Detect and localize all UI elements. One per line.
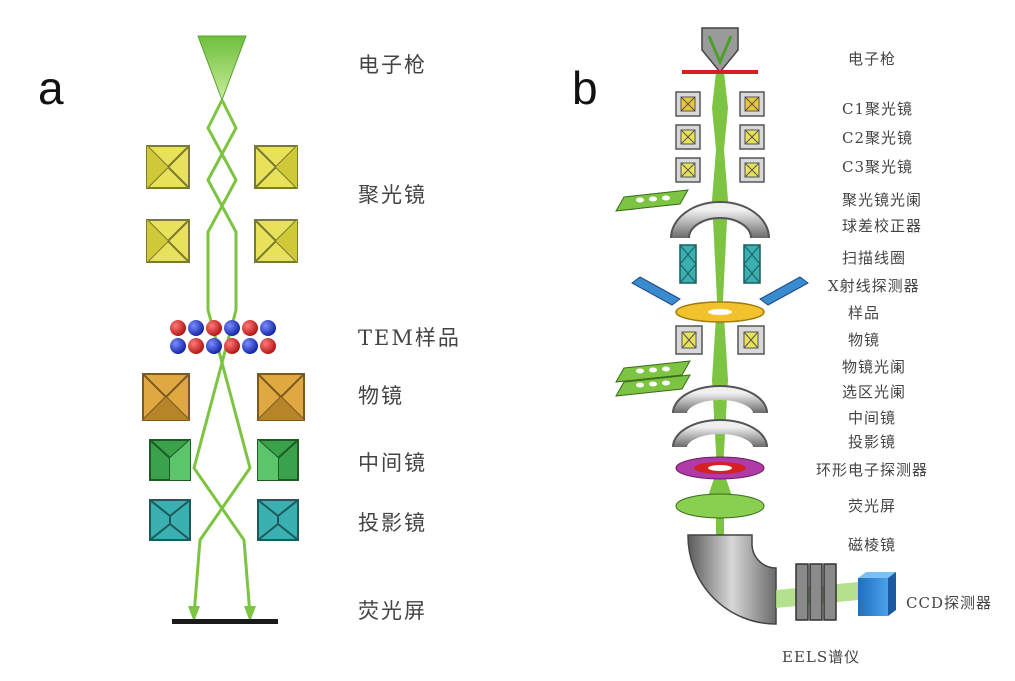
label-a-condenser: 聚光镜 [358,183,427,207]
label-b-sa-aperture: 选区光阑 [842,383,906,401]
condenser-lenses-a [146,145,298,263]
label-b-c3-condenser: C3聚光镜 [842,158,913,176]
ccd-detector-b [858,572,896,616]
projector-lens-a [149,499,299,541]
label-b-screen: 荧光屏 [848,497,896,515]
intermediate-lens-a [149,439,299,481]
label-b-electron-gun: 电子枪 [848,50,896,68]
gun-aperture-b [682,70,758,74]
magnetic-prism-b [687,534,777,625]
labels-a: 电子枪 聚光镜 TEM样品 物镜 中间镜 投影镜 荧光屏 [358,53,461,623]
label-a-intermediate: 中间镜 [358,451,427,475]
panel-a-letter: a [38,62,64,114]
cs-corrector-b [670,201,770,239]
xray-detectors-b [631,276,809,306]
electron-gun-b [682,27,758,74]
label-b-xray-detector: X射线探测器 [828,277,920,295]
label-b-objective-aperture: 物镜光阑 [842,358,906,376]
objective-aperture-b [615,360,691,383]
fluorescent-screen-b [675,493,765,519]
label-b-eels: EELS谱仪 [782,648,860,666]
label-a-electron-gun: 电子枪 [358,53,427,77]
label-b-scan-coils: 扫描线圈 [842,249,906,267]
label-b-annular-detector: 环形电子探测器 [816,461,928,479]
beam-paths-a [188,99,256,622]
sa-aperture-b [615,374,691,397]
projector-lens-b [672,419,768,448]
objective-lens-a [142,373,305,421]
label-b-magnetic-prism: 磁棱镜 [848,536,896,554]
label-b-projector: 投影镜 [848,433,896,451]
label-b-ccd: CCD探测器 [906,594,992,612]
label-b-sample: 样品 [848,304,880,322]
condenser-lenses-b [675,91,765,183]
label-a-screen: 荧光屏 [358,599,427,623]
sample-b [675,301,765,323]
label-a-objective: 物镜 [358,384,404,408]
panel-b-letter: b [572,62,598,114]
condenser-aperture-b [615,189,689,212]
label-a-projector: 投影镜 [358,511,427,535]
label-b-intermediate: 中间镜 [848,409,896,427]
annular-detector-b [675,456,765,480]
label-a-tem-sample: TEM样品 [358,326,461,350]
objective-lens-b [675,325,765,355]
electron-gun-a [197,35,247,102]
labels-b: 电子枪 C1聚光镜 C2聚光镜 C3聚光镜 聚光镜光阑 球差校正器 扫描线圈 X… [782,50,992,666]
scan-coils-b [679,244,761,284]
eels-spectrometer-b [795,563,837,621]
label-b-c1-condenser: C1聚光镜 [842,100,913,118]
label-b-condenser-aperture: 聚光镜光阑 [842,191,922,209]
fluorescent-screen-a [172,619,278,624]
intermediate-lens-b [672,385,768,414]
label-b-objective: 物镜 [848,331,880,349]
tem-sample-atoms-a [170,320,276,354]
panel-a: a [38,35,461,624]
label-b-cs-corrector: 球差校正器 [842,217,922,235]
panel-b: b [572,27,992,666]
label-b-c2-condenser: C2聚光镜 [842,129,913,147]
